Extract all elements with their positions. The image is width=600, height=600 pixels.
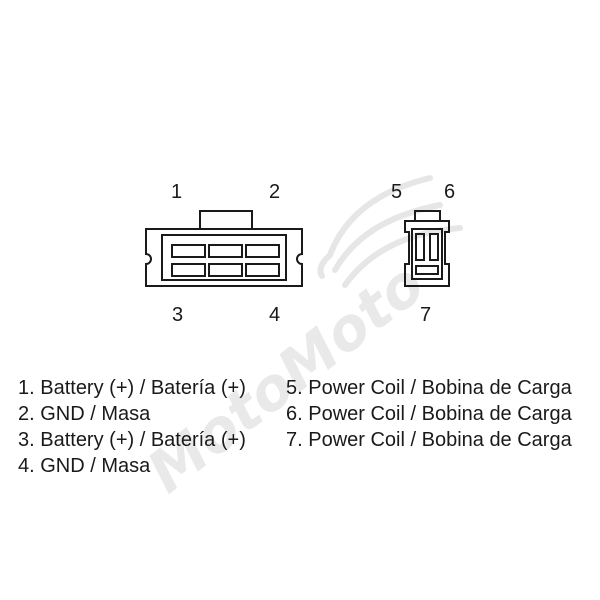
legend-right-column: 5. Power Coil / Bobina de Carga 6. Power…: [286, 375, 572, 453]
connector-b-inner-frame: [411, 228, 443, 280]
connector-a: [145, 210, 303, 287]
connector-a-body: [145, 210, 303, 287]
pin-label-2: 2: [269, 181, 280, 203]
legend-item-1: 1. Battery (+) / Batería (+): [18, 377, 246, 399]
pin-label-4: 4: [269, 304, 280, 326]
legend-item-6: 6. Power Coil / Bobina de Carga: [286, 403, 572, 425]
pin-label-5: 5: [391, 181, 402, 203]
legend-item-4: 4. GND / Masa: [18, 455, 151, 477]
pin-label-1: 1: [171, 181, 182, 203]
pin-slot: [415, 233, 425, 261]
legend-item-5: 5. Power Coil / Bobina de Carga: [286, 377, 572, 399]
connector-b: [404, 210, 450, 287]
pin-label-3: 3: [172, 304, 183, 326]
pin-slot: [171, 263, 206, 277]
pin-slot: [245, 244, 280, 258]
eagle-icon: [317, 175, 463, 288]
legend-item-3: 3. Battery (+) / Batería (+): [18, 429, 246, 451]
pin-label-6: 6: [444, 181, 455, 203]
pin-slot: [171, 244, 206, 258]
legend-item-7: 7. Power Coil / Bobina de Carga: [286, 429, 572, 451]
pin-slot: [245, 263, 280, 277]
pin-slot: [208, 263, 243, 277]
connector-a-inner-frame: [161, 234, 287, 281]
pin-slot: [429, 233, 439, 261]
pin-slot: [208, 244, 243, 258]
legend-item-2: 2. GND / Masa: [18, 403, 151, 425]
connector-b-body: [404, 220, 450, 287]
pin-slot: [415, 265, 439, 275]
pin-label-7: 7: [420, 304, 431, 326]
legend-left-column: 1. Battery (+) / Batería (+) 2. GND / Ma…: [18, 375, 246, 479]
